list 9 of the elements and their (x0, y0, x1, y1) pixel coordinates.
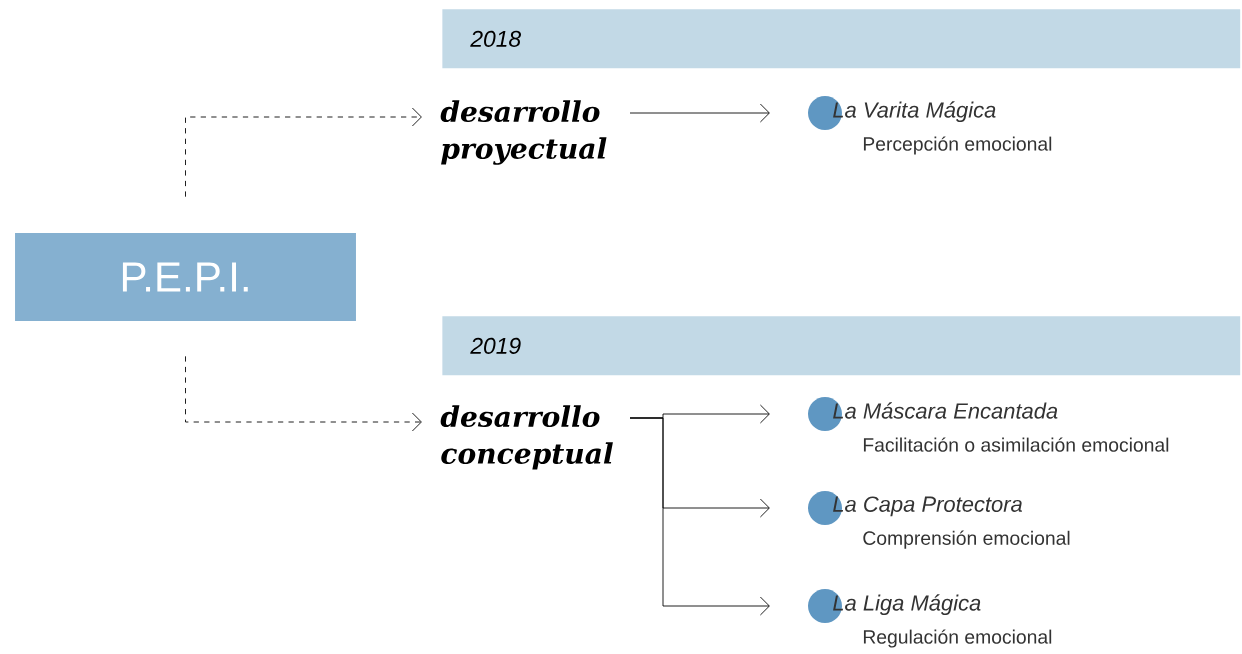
arrow (629, 417, 770, 616)
year-band: 2018 (442, 9, 1241, 69)
arrow (185, 107, 422, 198)
title-box: P.E.P.I. (15, 233, 356, 321)
arrow (185, 355, 422, 432)
phase-label: desarrollo proyectual (440, 100, 607, 165)
arrow (629, 103, 770, 123)
year-band: 2019 (442, 316, 1241, 376)
phase-label: desarrollo conceptual (440, 405, 613, 470)
